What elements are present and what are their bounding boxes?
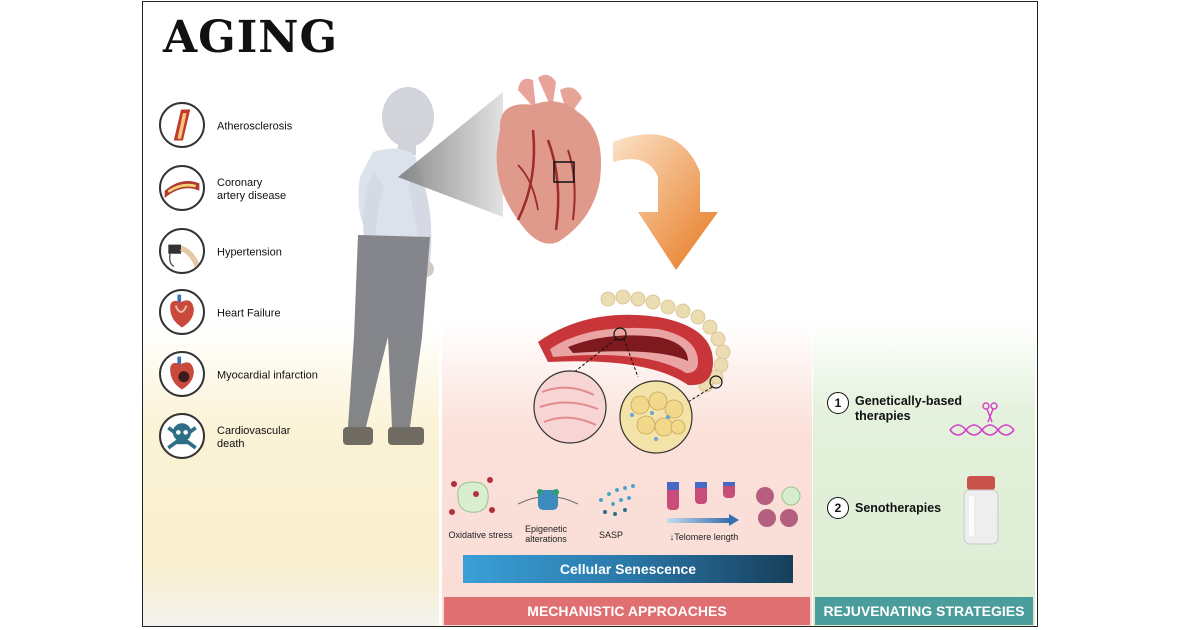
disease-cardiovascular-death: Cardiovascular death — [159, 413, 359, 463]
disease-heart-failure: Heart Failure — [159, 289, 359, 339]
disease-label: Cardiovascular death — [217, 425, 291, 450]
artery-cross-section-illustration — [533, 289, 731, 454]
disease-myocardial-infarction: Myocardial infarction — [159, 351, 359, 401]
artery-plaque-icon — [159, 102, 205, 148]
failing-heart-icon — [159, 289, 205, 335]
mechanism-label: Oxidative stress — [448, 530, 513, 540]
figure-frame: AGING — [142, 1, 1038, 627]
mechanism-label: Epigenetic alterations — [524, 524, 568, 544]
pill-bottle-icon — [963, 476, 999, 545]
disease-label: Heart Failure — [217, 307, 281, 320]
disease-label: Atherosclerosis — [217, 120, 293, 133]
mechanism-label: SASP — [598, 530, 623, 540]
oxidative-stress-icon — [449, 477, 495, 515]
disease-hypertension: Hypertension — [159, 228, 359, 278]
rejuvenating-strategies-header: REJUVENATING STRATEGIES — [815, 597, 1033, 625]
curved-arrow — [613, 134, 718, 270]
telomere-icon — [667, 482, 739, 526]
heart-illustration — [496, 74, 602, 244]
mechanistic-approaches-header: MECHANISTIC APPROACHES — [444, 597, 810, 625]
disease-coronary-artery-disease: Coronary artery disease — [159, 165, 359, 215]
coronary-artery-icon — [159, 165, 205, 211]
dna-scissors-icon — [949, 402, 1015, 436]
zoom-cone — [398, 92, 503, 217]
disease-label: Hypertension — [217, 246, 282, 259]
strategy-label: Genetically-based therapies — [855, 394, 962, 423]
strategy-number: 1 — [827, 392, 849, 414]
mechanism-label: ↓Telomere length — [669, 532, 739, 542]
figure-title: AGING — [163, 12, 339, 63]
sasp-icon — [599, 484, 635, 516]
epigenetic-alterations-icon — [518, 489, 578, 510]
disease-atherosclerosis: Atherosclerosis — [159, 102, 359, 152]
disease-label: Myocardial infarction — [217, 369, 318, 382]
senescent-cells-icon — [756, 486, 801, 527]
strategy-number: 2 — [827, 497, 849, 519]
cellular-senescence-bar: Cellular Senescence — [463, 555, 793, 583]
blood-pressure-cuff-icon — [159, 228, 205, 274]
skull-crossbones-icon — [159, 413, 205, 459]
infarcted-heart-icon — [159, 351, 205, 397]
rejuvenating-panel — [813, 322, 1035, 626]
strategy-label: Senotherapies — [855, 501, 942, 515]
disease-label: Coronary artery disease — [217, 177, 287, 202]
